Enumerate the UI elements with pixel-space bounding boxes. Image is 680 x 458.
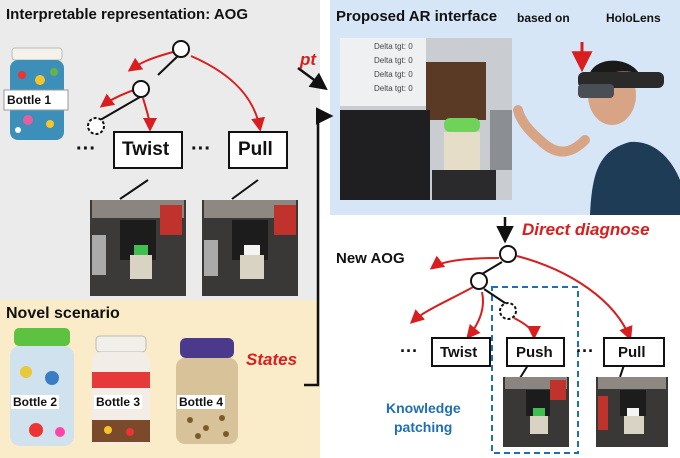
person-hololens-photo bbox=[513, 42, 680, 215]
pull-robot-photo-new bbox=[596, 377, 668, 447]
new-aog-tree bbox=[409, 245, 665, 454]
new-aog-twist-label: Twist bbox=[440, 344, 478, 361]
ar-title-suffix: based on bbox=[517, 11, 570, 25]
bottle-1-photo bbox=[3, 47, 69, 140]
aog-pull-box bbox=[228, 131, 288, 169]
aog-pull-label: Pull bbox=[238, 139, 273, 160]
bottle-4-label: Bottle 4 bbox=[177, 395, 226, 409]
new-aog-push-label: Push bbox=[516, 344, 553, 361]
ar-scene-photo bbox=[340, 38, 512, 200]
push-robot-photo bbox=[503, 377, 569, 447]
states-label: States bbox=[246, 350, 298, 369]
hud-line-2: Delta tgt: 0 bbox=[374, 56, 413, 65]
pt-label: pt bbox=[300, 50, 317, 69]
hud-line-4: Delta tgt: 0 bbox=[374, 84, 413, 93]
new-aog-ellipsis-left: ··· bbox=[400, 341, 418, 361]
twist-robot-photo bbox=[90, 200, 186, 296]
states-arrow bbox=[304, 107, 334, 387]
bottle-3-label: Bottle 3 bbox=[94, 395, 143, 409]
aog-ellipsis-mid: ··· bbox=[191, 138, 211, 160]
pull-robot-photo bbox=[202, 200, 298, 296]
hud-line-3: Delta tgt: 0 bbox=[374, 70, 413, 79]
aog-twist-box bbox=[113, 131, 183, 169]
new-aog-pull-label: Pull bbox=[618, 344, 646, 361]
aog-tree bbox=[87, 40, 288, 200]
knowledge-label: Knowledge bbox=[386, 400, 461, 416]
novel-scenario-title: Novel scenario bbox=[6, 305, 120, 322]
direct-diagnose-label: Direct diagnose bbox=[522, 220, 650, 239]
aog-empty-node bbox=[87, 117, 105, 135]
hololens-label: HoloLens bbox=[606, 11, 661, 25]
new-aog-title: New AOG bbox=[336, 250, 405, 267]
bottle-2-photo bbox=[10, 328, 74, 446]
aog-or-node bbox=[132, 80, 150, 98]
new-aog-ellipsis-right: ··· bbox=[576, 341, 594, 361]
hud-line-1: Delta tgt: 0 bbox=[374, 42, 413, 51]
ar-panel-title: Proposed AR interface bbox=[336, 8, 498, 25]
bottle-4-photo bbox=[176, 338, 238, 444]
bottle-2-label: Bottle 2 bbox=[11, 395, 60, 409]
aog-root-node bbox=[172, 40, 190, 58]
aog-twist-label: Twist bbox=[122, 139, 170, 160]
aog-ellipsis-left: ··· bbox=[76, 138, 96, 160]
patching-label: patching bbox=[394, 419, 453, 435]
bottle-1-label: Bottle 1 bbox=[7, 93, 52, 107]
knowledge-patch-box bbox=[491, 286, 579, 454]
bottle-3-photo bbox=[92, 335, 150, 444]
aog-panel-title: Interpretable representation: AOG bbox=[6, 6, 248, 23]
pt-arrow bbox=[297, 66, 328, 91]
